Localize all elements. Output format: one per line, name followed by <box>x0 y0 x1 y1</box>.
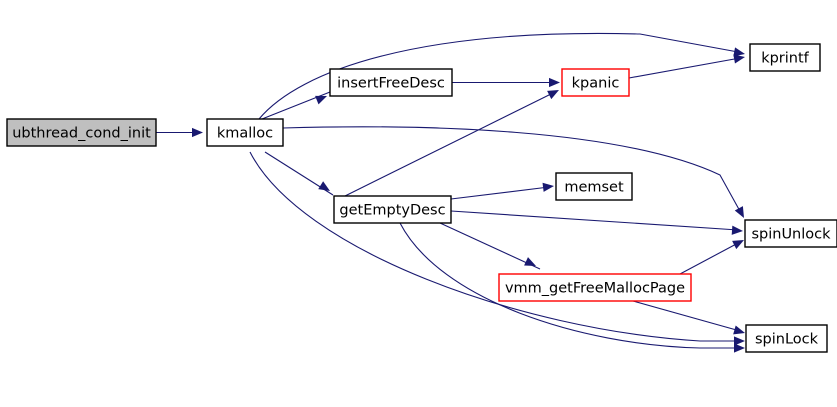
edge-line <box>249 151 740 342</box>
node-box[interactable] <box>206 118 284 147</box>
edge-vmm_getFreeMallocPage-to-spinUnlock <box>679 240 744 275</box>
edge-line <box>399 222 740 349</box>
node-kpanic[interactable]: kpanic <box>561 68 630 97</box>
node-box[interactable] <box>6 118 157 147</box>
edge-line <box>450 210 739 231</box>
node-insertFreeDesc[interactable]: insertFreeDesc <box>329 68 453 97</box>
edge-kmalloc-to-spinLock <box>249 151 745 346</box>
arrow-head-icon <box>734 343 745 353</box>
edge-insertFreeDesc-to-kpanic <box>452 77 560 88</box>
edge-ubthread_cond_init-to-kmalloc <box>156 127 203 138</box>
arrow-head-icon <box>734 206 744 218</box>
node-label: kpanic <box>572 76 620 92</box>
edge-line <box>439 222 541 270</box>
node-label: vmm_getFreeMallocPage <box>505 281 685 297</box>
node-box[interactable] <box>498 273 692 302</box>
arrow-head-icon <box>733 325 745 335</box>
node-box[interactable] <box>745 324 828 353</box>
node-kmalloc[interactable]: kmalloc <box>206 118 284 147</box>
edges-layer <box>156 32 745 353</box>
edge-line <box>282 126 742 214</box>
node-vmm_getFreeMallocPage[interactable]: vmm_getFreeMallocPage <box>498 273 692 302</box>
node-box[interactable] <box>749 43 821 72</box>
edge-line <box>628 57 741 79</box>
node-label: memset <box>564 180 624 196</box>
edge-kmalloc-to-getEmptyDesc <box>264 151 334 196</box>
node-box[interactable] <box>333 195 452 224</box>
edge-line <box>679 241 741 275</box>
arrow-head-icon <box>549 77 560 88</box>
edge-line <box>344 91 556 197</box>
node-box[interactable] <box>744 219 837 248</box>
arrow-head-icon <box>731 225 743 235</box>
nodes-layer: ubthread_cond_init kmalloc insertFreeDesc k… <box>6 43 837 353</box>
arrow-head-icon <box>192 127 203 138</box>
node-spinUnlock[interactable]: spinUnlock <box>744 219 837 248</box>
edge-line <box>450 186 550 200</box>
node-memset[interactable]: memset <box>555 172 633 201</box>
arrow-head-icon <box>315 95 327 105</box>
node-spinLock[interactable]: spinLock <box>745 324 828 353</box>
arrow-head-icon <box>732 240 744 250</box>
edge-getEmptyDesc-to-spinUnlock <box>450 210 743 235</box>
edge-vmm_getFreeMallocPage-to-spinLock <box>632 300 745 335</box>
arrow-head-icon <box>547 90 559 100</box>
node-label: spinUnlock <box>751 227 831 243</box>
edge-getEmptyDesc-to-kpanic <box>344 90 559 197</box>
node-label: kmalloc <box>217 126 273 142</box>
node-label: kprintf <box>761 51 809 67</box>
edge-getEmptyDesc-to-spinLock <box>399 222 745 353</box>
arrow-head-icon <box>734 336 745 346</box>
node-box[interactable] <box>555 172 633 201</box>
arrow-head-icon <box>524 257 536 266</box>
arrow-head-icon <box>733 47 745 57</box>
edge-getEmptyDesc-to-memset <box>450 182 554 200</box>
arrow-head-icon <box>733 54 745 64</box>
node-box[interactable] <box>329 68 453 97</box>
node-box[interactable] <box>561 68 630 97</box>
edge-getEmptyDesc-to-vmm_getFreeMallocPage <box>439 222 541 270</box>
node-kprintf[interactable]: kprintf <box>749 43 821 72</box>
edge-kpanic-to-kprintf <box>628 54 745 79</box>
node-ubthread_cond_init[interactable]: ubthread_cond_init <box>6 118 157 147</box>
edge-line <box>632 300 741 332</box>
node-getEmptyDesc[interactable]: getEmptyDesc <box>333 195 452 224</box>
arrow-head-icon <box>542 182 554 192</box>
edge-kmalloc-to-insertFreeDesc <box>261 91 331 120</box>
node-label: ubthread_cond_init <box>12 126 151 142</box>
node-label: spinLock <box>755 332 819 348</box>
arrow-head-icon <box>318 181 330 191</box>
node-label: getEmptyDesc <box>339 203 445 219</box>
node-label: insertFreeDesc <box>337 76 445 92</box>
edge-line <box>258 32 739 120</box>
edge-kmalloc-to-spinUnlock <box>282 126 744 218</box>
edge-kmalloc-to-kprintf <box>258 32 745 120</box>
